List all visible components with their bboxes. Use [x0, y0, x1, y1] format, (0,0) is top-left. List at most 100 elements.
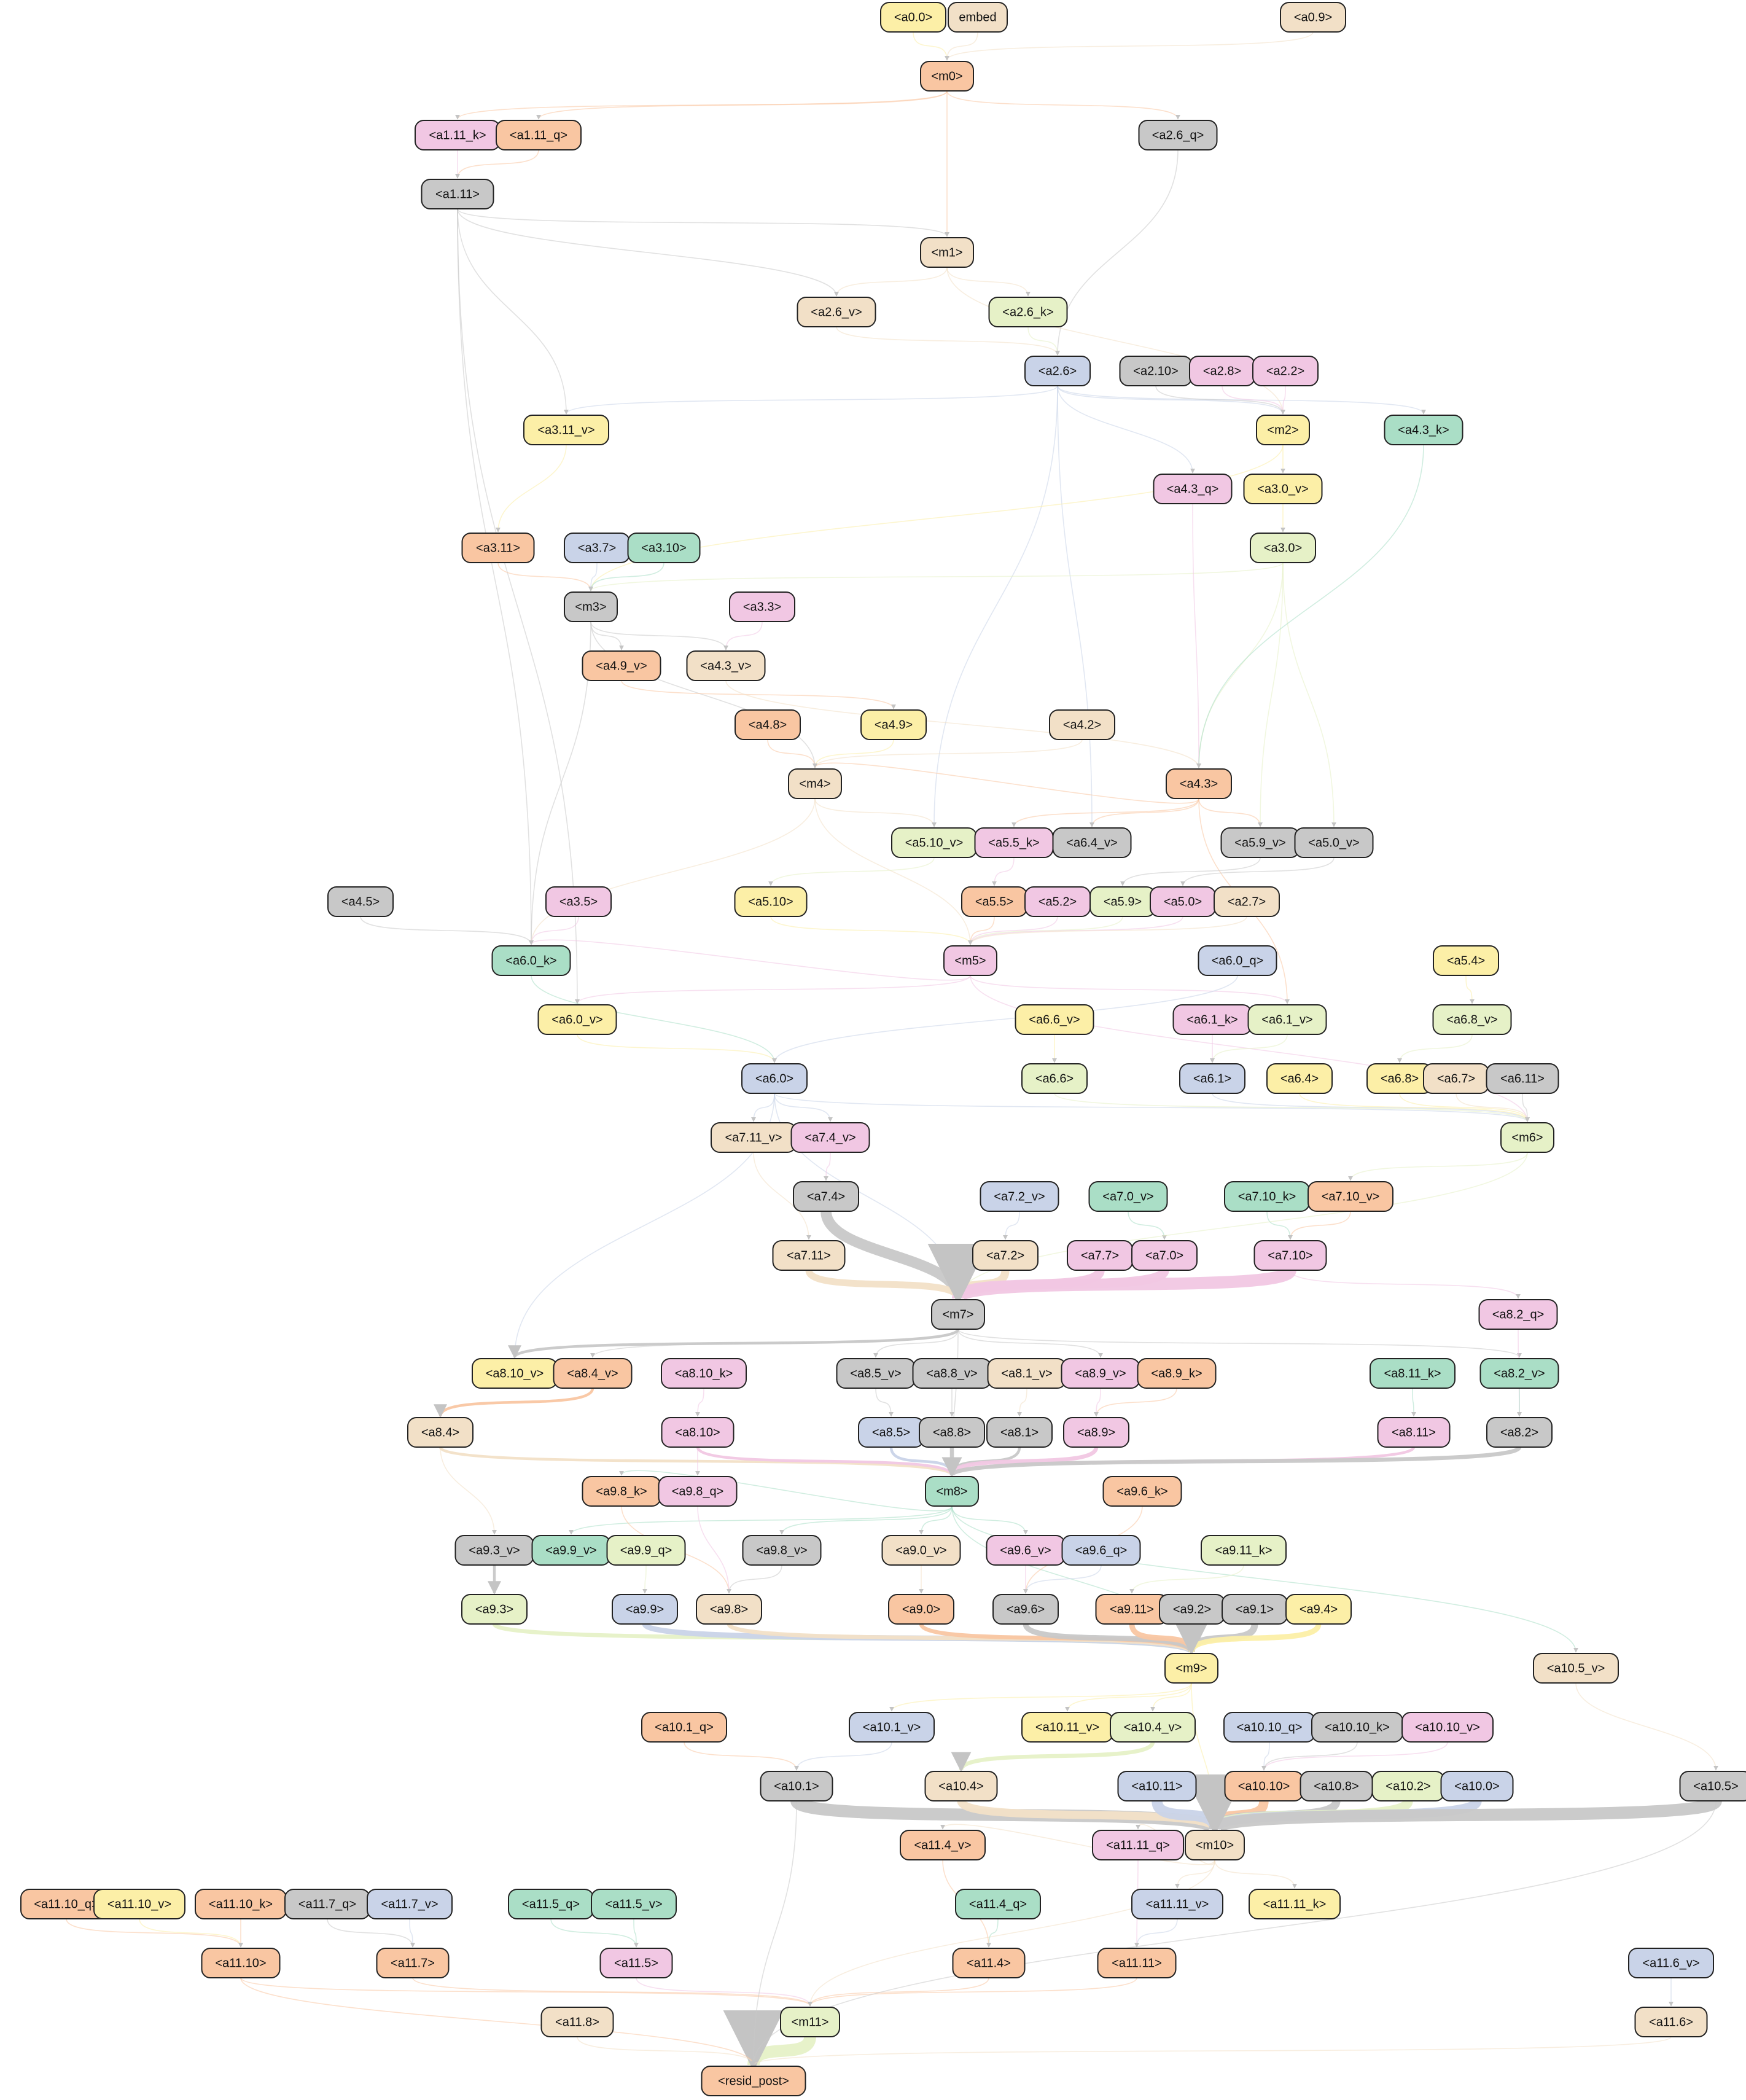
node-a8-5[interactable]: <a8.5> [858, 1417, 924, 1448]
node-a9-6-k[interactable]: <a9.6_k> [1102, 1476, 1182, 1507]
node-a4-9[interactable]: <a4.9> [860, 709, 927, 740]
node-a8-9-k[interactable]: <a8.9_k> [1137, 1358, 1217, 1389]
node-a8-10[interactable]: <a8.10> [661, 1417, 735, 1448]
node-a5-5[interactable]: <a5.5> [961, 886, 1027, 917]
node-a9-6-q[interactable]: <a9.6_q> [1061, 1535, 1141, 1566]
node-a10-4[interactable]: <a10.4> [924, 1771, 998, 1801]
node-a11-11-q[interactable]: <a11.11_q> [1092, 1830, 1184, 1860]
node-a5-0-v[interactable]: <a5.0_v> [1294, 827, 1374, 858]
node-a7-10-k[interactable]: <a7.10_k> [1224, 1181, 1310, 1212]
node-a7-7[interactable]: <a7.7> [1067, 1240, 1133, 1271]
node-a2-8[interactable]: <a2.8> [1189, 356, 1255, 386]
node-m3[interactable]: <m3> [564, 591, 618, 622]
node-a6-4-v[interactable]: <a6.4_v> [1052, 827, 1132, 858]
node-a6-0-k[interactable]: <a6.0_k> [491, 945, 571, 976]
node-a3-3[interactable]: <a3.3> [729, 591, 795, 622]
node-a0-9[interactable]: <a0.9> [1280, 2, 1346, 33]
node-resid-post[interactable]: <resid_post> [701, 2066, 806, 2096]
node-a3-11-v[interactable]: <a3.11_v> [523, 415, 609, 445]
node-m10[interactable]: <m10> [1185, 1830, 1245, 1860]
node-a11-4-q[interactable]: <a11.4_q> [955, 1889, 1041, 1919]
node-a10-11-v[interactable]: <a10.11_v> [1021, 1712, 1113, 1743]
node-a7-0[interactable]: <a7.0> [1131, 1240, 1198, 1271]
node-a11-10-k[interactable]: <a11.10_k> [195, 1889, 287, 1919]
node-a11-4-v[interactable]: <a11.4_v> [900, 1830, 986, 1860]
node-a11-6-v[interactable]: <a11.6_v> [1628, 1948, 1714, 1978]
node-a4-3-k[interactable]: <a4.3_k> [1384, 415, 1463, 445]
node-a8-10-k[interactable]: <a8.10_k> [661, 1358, 747, 1389]
node-a10-11[interactable]: <a10.11> [1117, 1771, 1197, 1801]
node-a4-3-v[interactable]: <a4.3_v> [686, 650, 766, 681]
node-a11-7-q[interactable]: <a11.7_q> [284, 1889, 370, 1919]
node-a8-9[interactable]: <a8.9> [1063, 1417, 1129, 1448]
node-a10-5[interactable]: <a10.5> [1679, 1771, 1746, 1801]
node-a4-5[interactable]: <a4.5> [327, 886, 394, 917]
node-a6-8-v[interactable]: <a6.8_v> [1432, 1004, 1512, 1035]
node-a5-9-v[interactable]: <a5.9_v> [1220, 827, 1300, 858]
node-a0-0[interactable]: <a0.0> [880, 2, 946, 33]
node-a5-5-k[interactable]: <a5.5_k> [974, 827, 1054, 858]
node-m9[interactable]: <m9> [1164, 1653, 1218, 1684]
node-a10-4-v[interactable]: <a10.4_v> [1110, 1712, 1196, 1743]
node-a5-0[interactable]: <a5.0> [1150, 886, 1216, 917]
node-a4-3[interactable]: <a4.3> [1166, 768, 1232, 799]
node-a8-8-v[interactable]: <a8.8_v> [912, 1358, 992, 1389]
node-a9-8-v[interactable]: <a9.8_v> [742, 1535, 822, 1566]
node-a10-10-k[interactable]: <a10.10_k> [1311, 1712, 1403, 1743]
node-a11-11-k[interactable]: <a11.11_k> [1249, 1889, 1341, 1919]
node-a8-2-v[interactable]: <a8.2_v> [1479, 1358, 1559, 1389]
node-a5-10[interactable]: <a5.10> [734, 886, 808, 917]
node-a10-8[interactable]: <a10.8> [1300, 1771, 1373, 1801]
node-a6-0[interactable]: <a6.0> [741, 1063, 808, 1094]
node-a10-5-v[interactable]: <a10.5_v> [1533, 1653, 1619, 1684]
node-m4[interactable]: <m4> [788, 768, 842, 799]
node-a11-6[interactable]: <a11.6> [1634, 2007, 1708, 2037]
node-a5-4[interactable]: <a5.4> [1433, 945, 1499, 976]
node-a8-2[interactable]: <a8.2> [1486, 1417, 1553, 1448]
node-a11-8[interactable]: <a11.8> [540, 2007, 614, 2037]
node-a7-4-v[interactable]: <a7.4_v> [790, 1122, 870, 1153]
node-a3-5[interactable]: <a3.5> [545, 886, 612, 917]
node-a9-9-v[interactable]: <a9.9_v> [531, 1535, 611, 1566]
node-embed[interactable]: embed [948, 2, 1008, 33]
node-a9-3-v[interactable]: <a9.3_v> [454, 1535, 534, 1566]
node-a8-2-q[interactable]: <a8.2_q> [1478, 1299, 1558, 1330]
node-a11-5-v[interactable]: <a11.5_v> [591, 1889, 677, 1919]
node-a9-9[interactable]: <a9.9> [612, 1594, 678, 1625]
node-a9-1[interactable]: <a9.1> [1222, 1594, 1288, 1625]
node-m0[interactable]: <m0> [920, 61, 974, 92]
node-a8-11-k[interactable]: <a8.11_k> [1370, 1358, 1456, 1389]
node-a8-4-v[interactable]: <a8.4_v> [553, 1358, 633, 1389]
node-a2-6-v[interactable]: <a2.6_v> [797, 297, 876, 327]
node-a9-8[interactable]: <a9.8> [696, 1594, 762, 1625]
node-a7-2-v[interactable]: <a7.2_v> [980, 1181, 1059, 1212]
node-a7-11[interactable]: <a7.11> [772, 1240, 846, 1271]
node-m2[interactable]: <m2> [1256, 415, 1310, 445]
node-a11-5-q[interactable]: <a11.5_q> [508, 1889, 594, 1919]
node-a3-0-v[interactable]: <a3.0_v> [1243, 474, 1323, 504]
node-a9-2[interactable]: <a9.2> [1159, 1594, 1225, 1625]
node-a9-11[interactable]: <a9.11> [1095, 1594, 1169, 1625]
node-a5-10-v[interactable]: <a5.10_v> [891, 827, 977, 858]
node-a5-2[interactable]: <a5.2> [1024, 886, 1091, 917]
node-a6-7[interactable]: <a6.7> [1423, 1063, 1489, 1094]
node-a6-11[interactable]: <a6.11> [1486, 1063, 1559, 1094]
node-a11-11[interactable]: <a11.11> [1097, 1948, 1177, 1978]
node-a7-11-v[interactable]: <a7.11_v> [711, 1122, 797, 1153]
node-a9-3[interactable]: <a9.3> [461, 1594, 528, 1625]
node-m7[interactable]: <m7> [931, 1299, 985, 1330]
node-a10-1-v[interactable]: <a10.1_v> [849, 1712, 935, 1743]
node-a2-7[interactable]: <a2.7> [1214, 886, 1280, 917]
node-a9-11-k[interactable]: <a9.11_k> [1201, 1535, 1287, 1566]
node-m5[interactable]: <m5> [943, 945, 997, 976]
node-a9-6[interactable]: <a9.6> [992, 1594, 1059, 1625]
node-a3-11[interactable]: <a3.11> [461, 533, 535, 563]
node-a7-10-v[interactable]: <a7.10_v> [1308, 1181, 1393, 1212]
node-a8-1[interactable]: <a8.1> [986, 1417, 1053, 1448]
node-a6-1-k[interactable]: <a6.1_k> [1172, 1004, 1252, 1035]
node-a6-1[interactable]: <a6.1> [1179, 1063, 1245, 1094]
node-a11-7[interactable]: <a11.7> [376, 1948, 450, 1978]
node-a3-7[interactable]: <a3.7> [564, 533, 630, 563]
node-a6-0-v[interactable]: <a6.0_v> [537, 1004, 617, 1035]
node-a3-0[interactable]: <a3.0> [1250, 533, 1316, 563]
